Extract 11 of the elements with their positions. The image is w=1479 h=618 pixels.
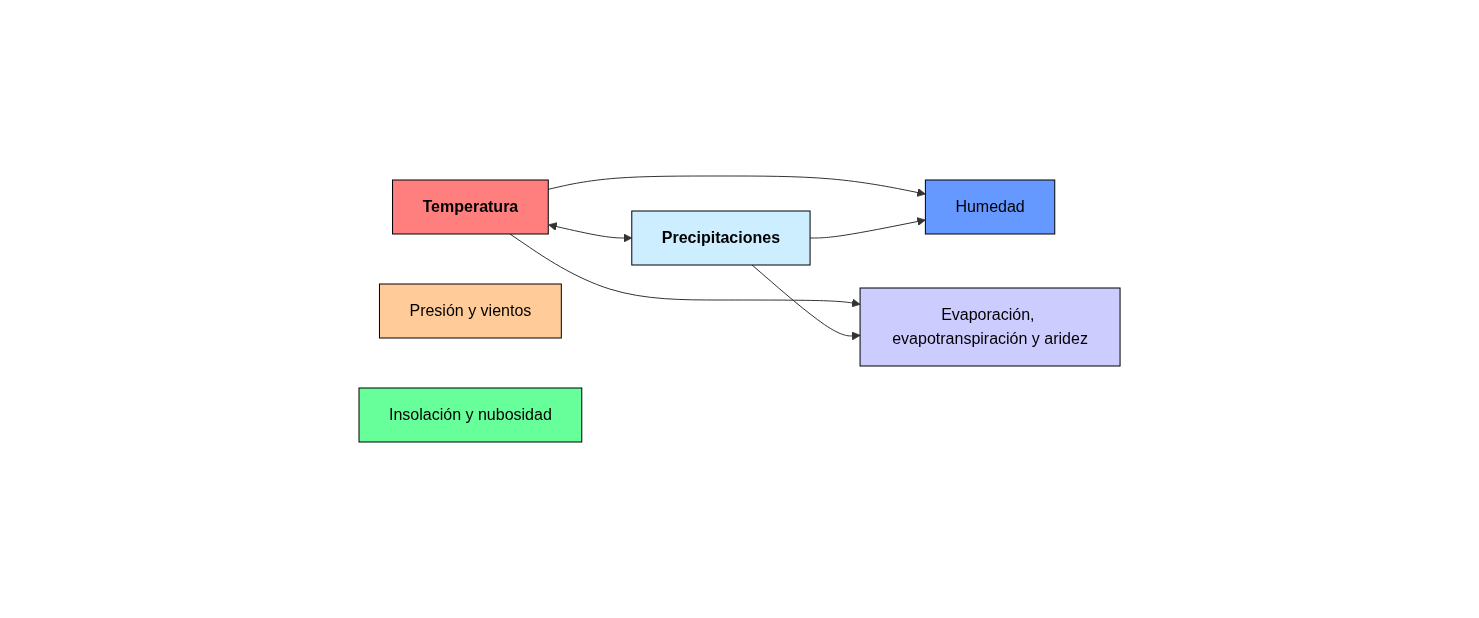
arrow [751,264,861,341]
node-box: Humedad [924,179,1056,235]
node-box: Presión y vientos [378,283,562,339]
node-box: Insolación y nubosidad [358,387,583,443]
node-box: Evaporación, evapotranspiración y aridez [859,287,1121,367]
arrow [548,222,633,243]
arrow [547,175,926,197]
arrow [809,217,926,239]
node-box: Temperatura [392,179,549,235]
node-box: Precipitaciones [631,210,811,266]
arrow [509,233,861,308]
